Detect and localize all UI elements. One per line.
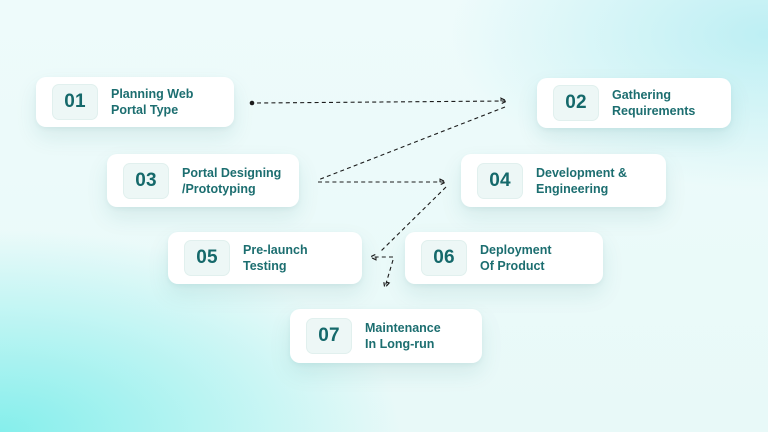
- step-label-line2: Portal Type: [111, 103, 179, 117]
- step-label: Pre-launch Testing: [243, 242, 308, 274]
- step-number-badge: 07: [306, 318, 352, 354]
- step-card-03: 03 Portal Designing /Prototyping: [107, 154, 299, 207]
- step-number-badge: 01: [52, 84, 98, 120]
- step-label-line1: Pre-launch: [243, 243, 308, 257]
- step-number-badge: 05: [184, 240, 230, 276]
- step-card-06: 06 Deployment Of Product: [405, 232, 603, 284]
- step-label-line1: Maintenance: [365, 321, 441, 335]
- step-label-line2: Testing: [243, 259, 287, 273]
- step-card-04: 04 Development & Engineering: [461, 154, 666, 207]
- step-number-badge: 03: [123, 162, 169, 199]
- step-label-line1: Development &: [536, 165, 627, 180]
- step-label: Development & Engineering: [536, 165, 627, 197]
- step-label-line2: In Long-run: [365, 337, 435, 351]
- step-label-line1: Deployment: [480, 243, 552, 257]
- step-card-01: 01 Planning Web Portal Type: [36, 77, 234, 127]
- step-label: Maintenance In Long-run: [365, 320, 441, 352]
- step-label-line2: Engineering: [536, 181, 609, 196]
- step-label-line1: Gathering: [612, 88, 672, 102]
- step-card-05: 05 Pre-launch Testing: [168, 232, 362, 284]
- connector-start-dot: [249, 100, 255, 106]
- step-label: Planning Web Portal Type: [111, 86, 193, 118]
- connector-junction-07: [385, 259, 394, 287]
- step-label-line2: Of Product: [480, 259, 545, 273]
- step-number-badge: 04: [477, 162, 523, 199]
- step-card-02: 02 Gathering Requirements: [537, 78, 731, 128]
- connector-01-02: [256, 101, 506, 103]
- step-label-line2: /Prototyping: [182, 181, 256, 196]
- step-card-07: 07 Maintenance In Long-run: [290, 309, 482, 363]
- step-label: Deployment Of Product: [480, 242, 552, 274]
- step-label-line1: Planning Web: [111, 87, 194, 101]
- step-label-line2: Requirements: [612, 104, 696, 118]
- step-label: Gathering Requirements: [612, 87, 695, 119]
- step-label: Portal Designing /Prototyping: [182, 165, 281, 197]
- step-number-badge: 06: [421, 240, 467, 276]
- step-number-badge: 02: [553, 85, 599, 121]
- step-label-line1: Portal Designing: [182, 165, 282, 180]
